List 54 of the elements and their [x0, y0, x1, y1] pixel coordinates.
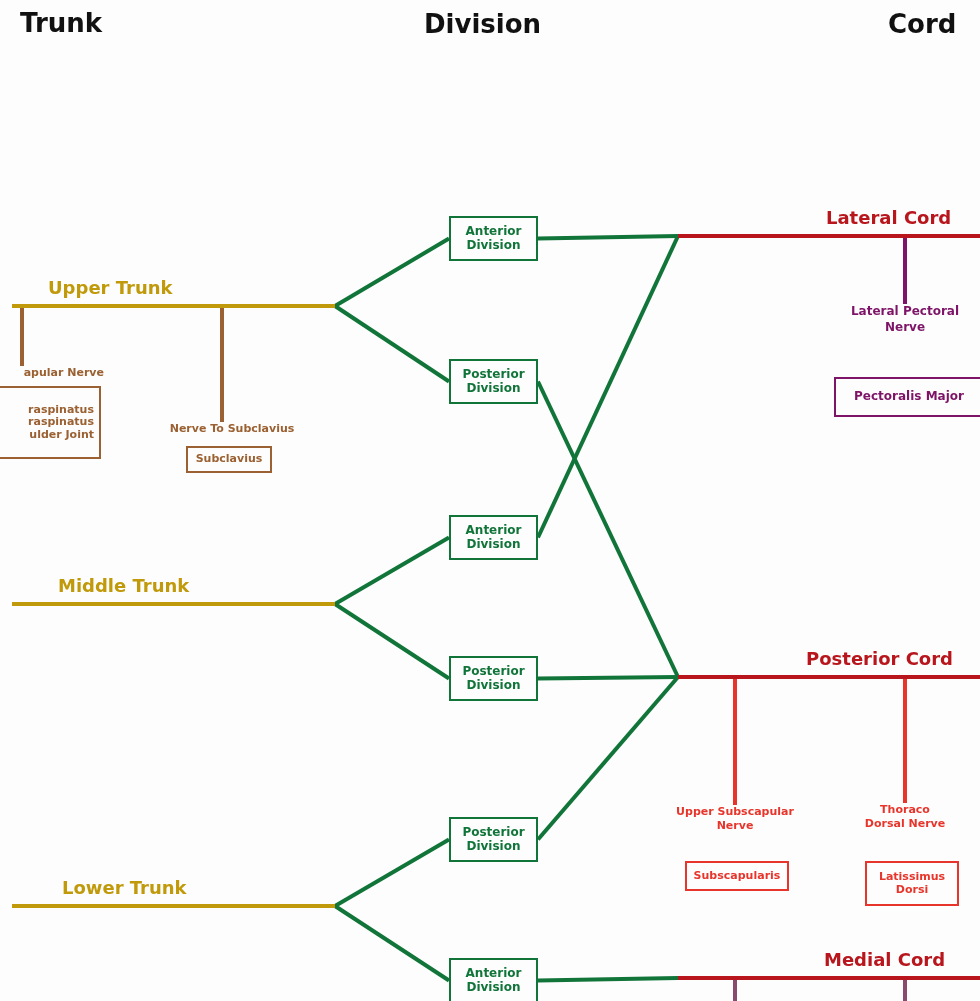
muscle-name: Latissimus Dorsi [877, 870, 947, 897]
nerve-label: Thoraco Dorsal Nerve [860, 803, 950, 832]
muscle-box [865, 861, 959, 906]
division-box [449, 817, 538, 862]
muscle-name: Subscapularis [693, 869, 781, 883]
nerve-connector-line [537, 234, 679, 241]
trunk-label: Middle Trunk [58, 575, 190, 596]
division-label: Posterior Division [461, 825, 526, 854]
nerve-label: Upper Subscapular Nerve [675, 805, 795, 834]
nerve-connector-line [334, 837, 450, 908]
division-label: Posterior Division [461, 367, 526, 396]
muscle-name: raspinatus [28, 416, 94, 429]
nerve-label: apular Nerve [0, 366, 104, 381]
nerve-connector-line [537, 675, 679, 681]
cord-label: Posterior Cord [806, 648, 953, 669]
muscle-box [834, 377, 980, 417]
nerve-connector-line [220, 306, 224, 422]
nerve-label: Nerve To Subclavius [150, 422, 314, 437]
column-heading: Cord [888, 9, 957, 39]
division-label: Anterior Division [464, 224, 523, 253]
nerve-connector-line [334, 236, 450, 308]
nerve-branch-line [733, 978, 737, 1001]
column-heading: Division [424, 9, 542, 39]
muscle-name: ulder Joint [29, 428, 94, 442]
nerve-connector-line [903, 236, 907, 304]
nerve-connector-line [733, 677, 737, 805]
trunk-label: Lower Trunk [62, 877, 187, 898]
division-label: Anterior Division [464, 966, 523, 995]
nerve-connector-line [333, 904, 451, 983]
nerve-connector-line [20, 306, 24, 366]
cord-label: Medial Cord [824, 949, 946, 970]
division-box [449, 216, 538, 261]
muscle-name: raspinatus [28, 403, 94, 417]
column-heading: Trunk [20, 8, 102, 38]
nerve-connector-line [334, 535, 450, 606]
division-box [449, 359, 538, 404]
muscle-box [685, 861, 789, 891]
muscle-box [186, 446, 272, 473]
nerve-connector-line [903, 677, 907, 803]
division-box [449, 958, 538, 1001]
nerve-label: Lateral Pectoral Nerve [850, 304, 960, 336]
nerve-connector-line [333, 304, 451, 384]
division-box [449, 656, 538, 701]
nerve-branch-line [903, 978, 907, 1001]
nerve-connector-line [537, 976, 679, 983]
division-box [449, 515, 538, 560]
muscle-name: Subclavius [195, 453, 263, 466]
division-label: Posterior Division [461, 664, 526, 693]
muscle-name: Pectoralis Major [854, 390, 964, 404]
nerve-connector-line [333, 602, 451, 681]
trunk-label: Upper Trunk [48, 277, 173, 298]
cord-label: Lateral Cord [826, 207, 952, 228]
division-label: Anterior Division [464, 523, 523, 552]
muscle-box [0, 386, 101, 459]
